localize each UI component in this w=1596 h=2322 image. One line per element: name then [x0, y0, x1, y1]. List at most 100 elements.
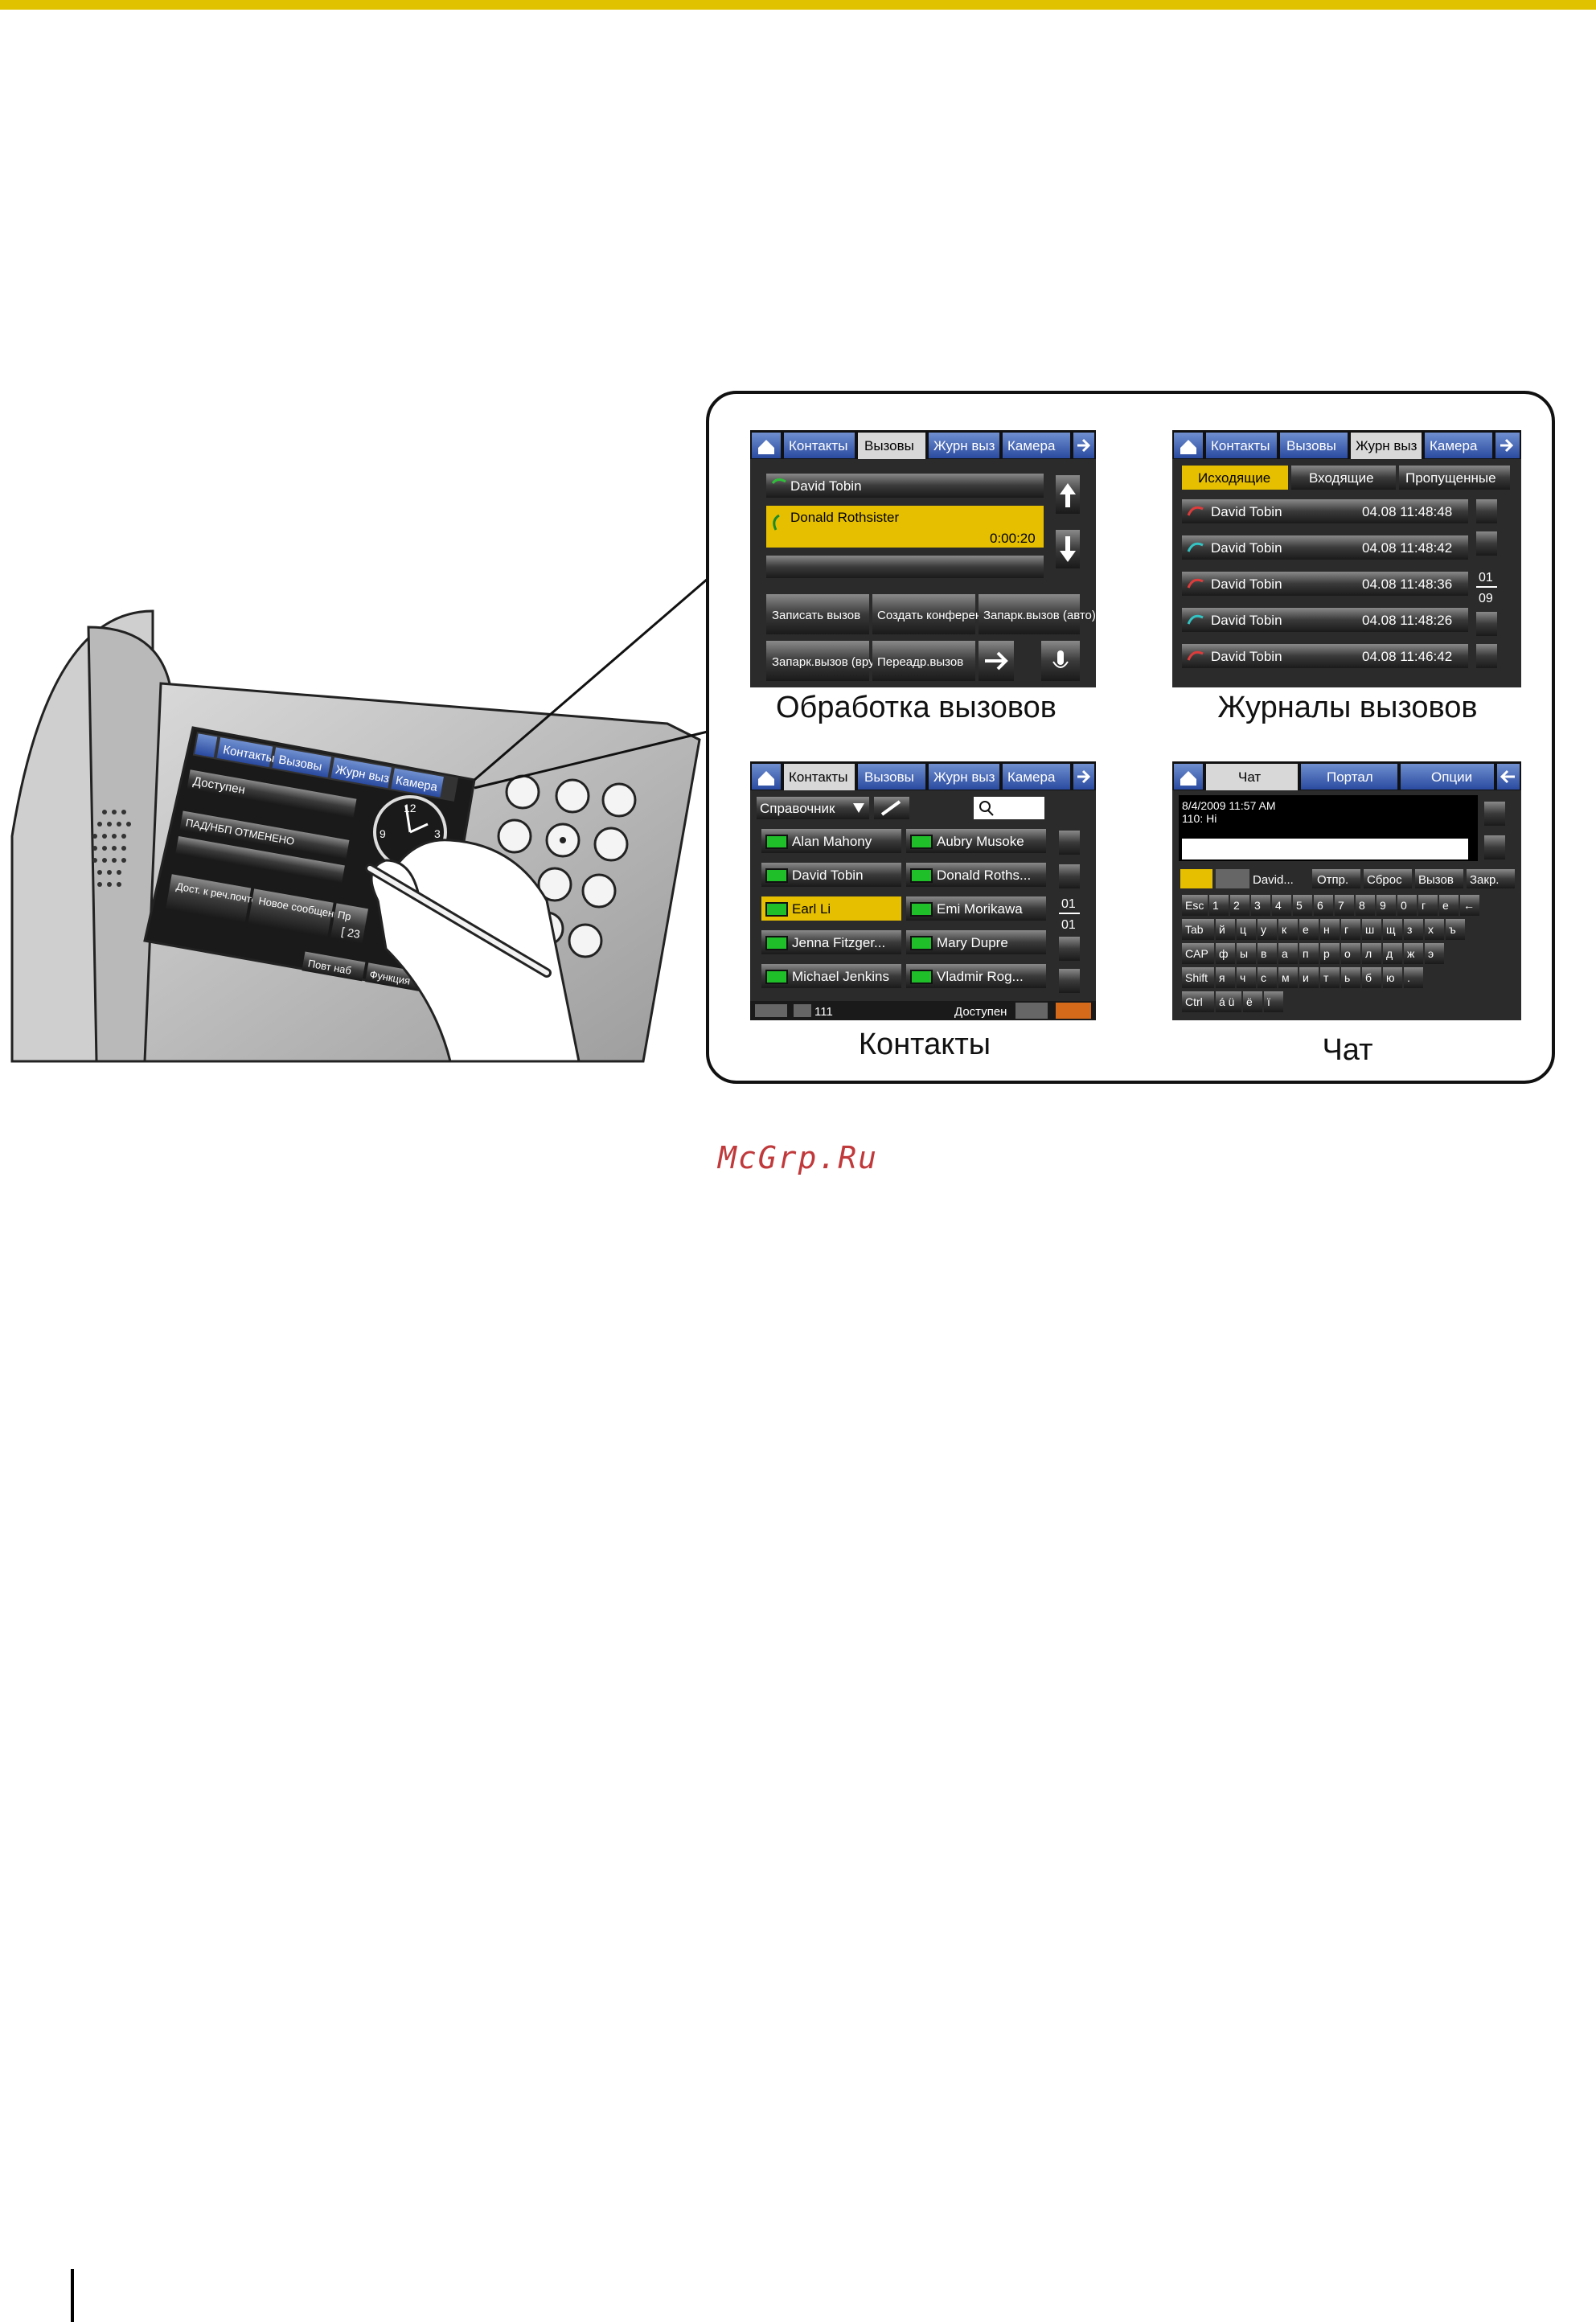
scroll-bottom-button[interactable]	[1059, 969, 1080, 993]
park-auto-button[interactable]: Запарк.вызов (авто)	[983, 609, 1096, 622]
tab-calls[interactable]: Вызовы	[864, 438, 914, 453]
scroll-down-button[interactable]	[1476, 612, 1497, 636]
filter-missed[interactable]: Пропущенные	[1405, 470, 1496, 486]
tab-calls[interactable]: Вызовы	[1286, 438, 1336, 453]
filter-outgoing[interactable]: Исходящие	[1198, 470, 1270, 486]
keyboard-key[interactable]	[1425, 919, 1444, 940]
keyboard-key[interactable]	[1258, 943, 1277, 964]
scroll-down-button[interactable]	[1059, 937, 1080, 961]
keyboard-key[interactable]	[1293, 895, 1312, 916]
keyboard-key[interactable]	[1362, 967, 1381, 988]
scroll-bottom-button[interactable]	[1476, 644, 1497, 668]
scroll-top-button[interactable]	[1476, 499, 1497, 523]
keyboard-key[interactable]	[1404, 919, 1423, 940]
keyboard-key[interactable]	[1320, 943, 1340, 964]
keyboard-key[interactable]	[1243, 991, 1262, 1012]
keyboard-key[interactable]	[1230, 895, 1249, 916]
keyboard-key[interactable]	[1397, 895, 1417, 916]
call-item-1[interactable]: David Tobin	[790, 478, 862, 494]
keyboard-key[interactable]	[1182, 991, 1214, 1012]
keyboard-key[interactable]	[1258, 919, 1277, 940]
log-row[interactable]	[1182, 608, 1468, 632]
keyboard-key[interactable]	[1356, 895, 1375, 916]
keyboard-key[interactable]	[1383, 919, 1402, 940]
chat-recipient[interactable]: David...	[1253, 873, 1294, 887]
log-row[interactable]	[1182, 535, 1468, 560]
keyboard-key[interactable]	[1341, 943, 1360, 964]
directory-select[interactable]: Справочник	[760, 801, 835, 816]
tab-call-log[interactable]: Журн выз	[1356, 438, 1418, 453]
log-row[interactable]	[1182, 644, 1468, 668]
record-call-button[interactable]: Записать вызов	[772, 609, 860, 622]
keyboard-key[interactable]	[1320, 919, 1340, 940]
call-item-2[interactable]: Donald Rothsister	[790, 510, 899, 525]
keyboard-key[interactable]	[1335, 895, 1354, 916]
keyboard-key[interactable]	[1418, 895, 1438, 916]
keyboard-key[interactable]	[1216, 919, 1235, 940]
search-input[interactable]	[974, 797, 1044, 819]
keyboard-key[interactable]	[1251, 895, 1270, 916]
tab-call-log[interactable]: Журн выз	[933, 438, 995, 453]
keyboard-key[interactable]	[1182, 943, 1214, 964]
keyboard-key[interactable]	[1258, 967, 1277, 988]
tab-calls[interactable]: Вызовы	[864, 769, 914, 785]
tab-camera[interactable]: Камера	[1007, 769, 1056, 785]
keyboard-key[interactable]	[1460, 895, 1479, 916]
reset-button[interactable]: Сброс	[1367, 873, 1402, 887]
keyboard-key[interactable]	[1439, 895, 1459, 916]
keyboard-key[interactable]	[1404, 943, 1423, 964]
scroll-up-button[interactable]	[1059, 864, 1080, 888]
keyboard-key[interactable]	[1278, 919, 1298, 940]
keyboard-key[interactable]	[1216, 991, 1241, 1012]
keyboard-key[interactable]	[1237, 943, 1256, 964]
keyboard-key[interactable]	[1237, 919, 1256, 940]
tab-contacts[interactable]: Контакты	[1211, 438, 1270, 453]
park-manual-button[interactable]: Запарк.вызов (вручн.)	[772, 655, 895, 669]
dialpad-icon[interactable]	[1015, 1003, 1048, 1019]
keyboard-key[interactable]	[1446, 919, 1465, 940]
transfer-button[interactable]: Переадр.вызов	[877, 655, 963, 669]
keyboard-key[interactable]	[1237, 967, 1256, 988]
keyboard-key[interactable]	[1182, 895, 1208, 916]
keyboard-key[interactable]	[1362, 943, 1381, 964]
keyboard-key[interactable]	[1404, 967, 1423, 988]
keyboard-key[interactable]	[1383, 967, 1402, 988]
log-row[interactable]	[1182, 499, 1468, 523]
dialpad-icon[interactable]	[1216, 869, 1249, 888]
call-button[interactable]: Вызов	[1418, 873, 1454, 887]
tab-chat[interactable]: Чат	[1238, 769, 1261, 785]
keyboard-key[interactable]	[1376, 895, 1396, 916]
keyboard-key[interactable]	[1299, 967, 1319, 988]
log-row[interactable]	[1182, 572, 1468, 596]
dialpad-icon[interactable]	[794, 1004, 811, 1017]
scroll-down-button[interactable]	[1484, 835, 1505, 859]
keyboard-key[interactable]	[1209, 895, 1229, 916]
scroll-up-button[interactable]	[1484, 802, 1505, 826]
hangup-icon[interactable]	[1056, 1003, 1091, 1019]
scroll-top-button[interactable]	[1059, 831, 1080, 855]
filter-incoming[interactable]: Входящие	[1309, 470, 1374, 486]
send-button[interactable]: Отпр.	[1317, 873, 1348, 887]
keyboard-key[interactable]	[1182, 967, 1214, 988]
keyboard-key[interactable]	[1362, 919, 1381, 940]
conference-button[interactable]: Создать конференцию	[877, 609, 1004, 622]
tab-camera[interactable]: Камера	[1007, 438, 1056, 453]
tab-call-log[interactable]: Журн выз	[933, 769, 995, 785]
keyboard-key[interactable]	[1182, 919, 1214, 940]
keyboard-key[interactable]	[1278, 967, 1298, 988]
keyboard-key[interactable]	[1272, 895, 1291, 916]
keyboard-icon[interactable]	[755, 1004, 787, 1017]
keyboard-key[interactable]	[1299, 943, 1319, 964]
keyboard-key[interactable]	[1216, 943, 1235, 964]
keyboard-key[interactable]	[1425, 943, 1444, 964]
tab-contacts[interactable]: Контакты	[789, 769, 847, 785]
chat-input[interactable]	[1182, 839, 1468, 859]
keyboard-key[interactable]	[1341, 919, 1360, 940]
tab-options[interactable]: Опции	[1431, 769, 1472, 785]
keyboard-key[interactable]	[1278, 943, 1298, 964]
scroll-up-button[interactable]	[1476, 531, 1497, 556]
keyboard-icon[interactable]	[1180, 869, 1212, 888]
keyboard-key[interactable]	[1383, 943, 1402, 964]
tab-camera[interactable]: Камера	[1430, 438, 1478, 453]
keyboard-key[interactable]	[1341, 967, 1360, 988]
